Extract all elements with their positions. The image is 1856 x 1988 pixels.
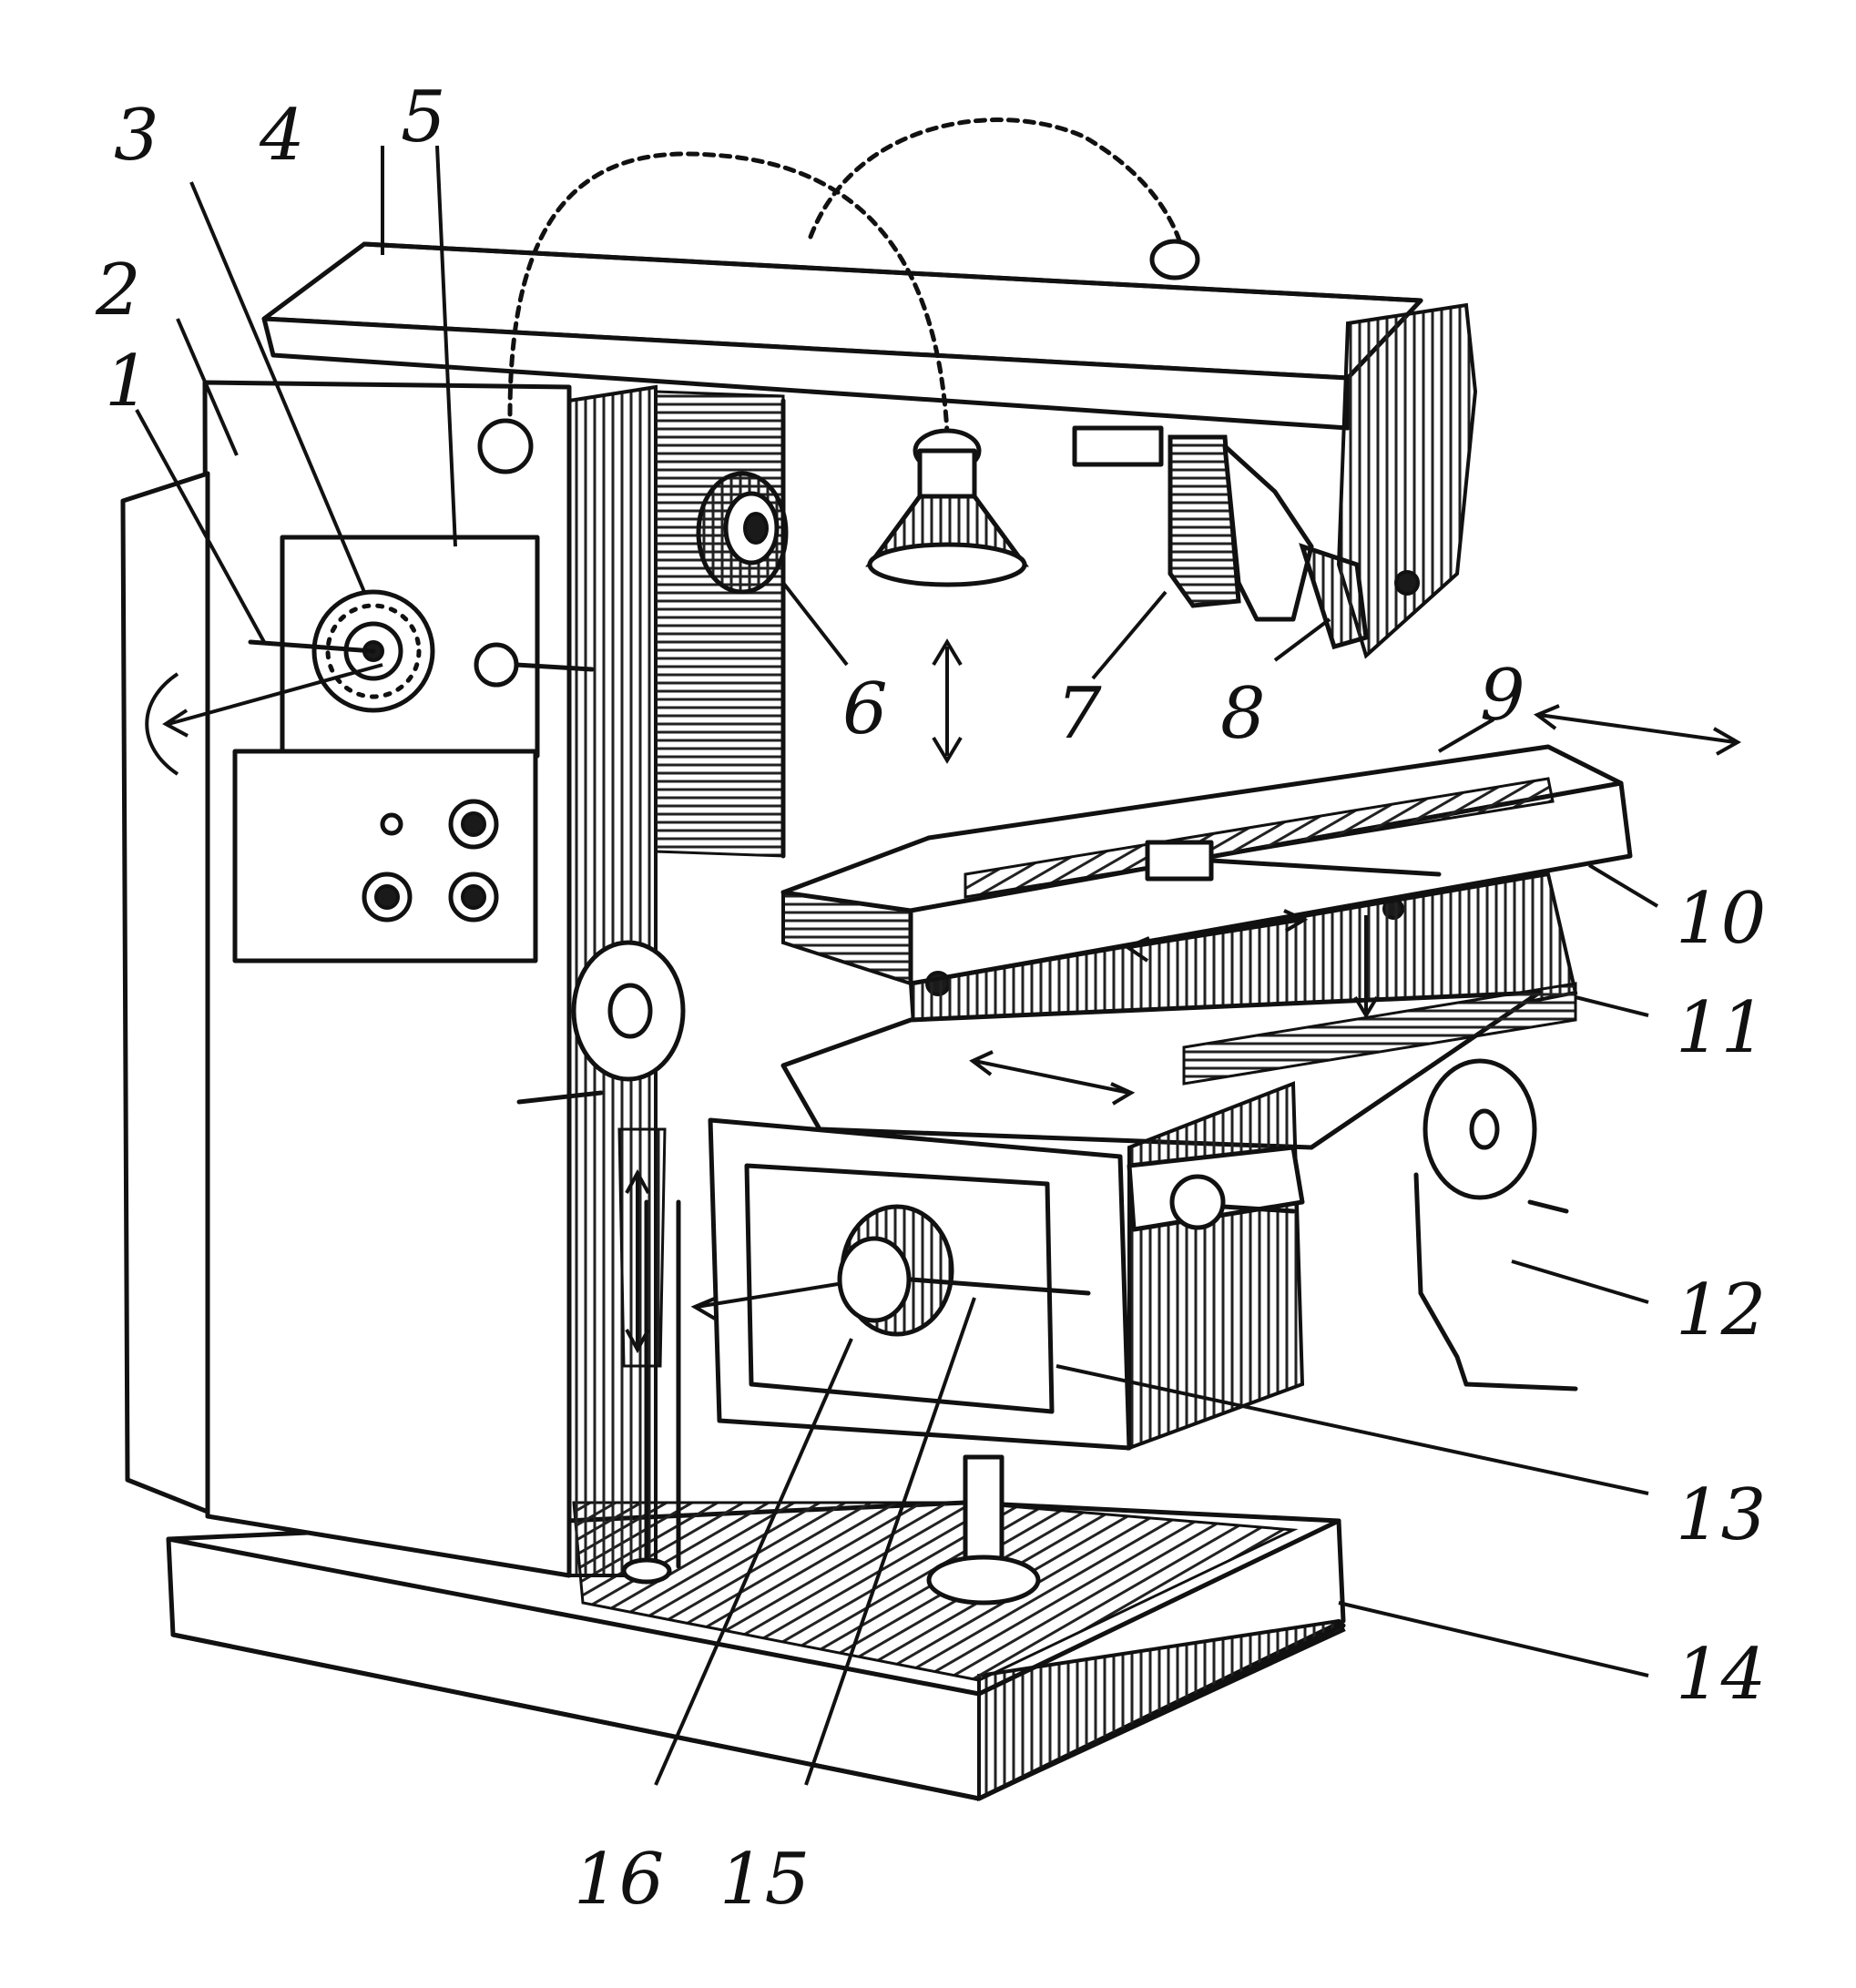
feed-selector[interactable] <box>837 1204 1091 1337</box>
label-7: 7 <box>1056 673 1102 755</box>
speed-selector[interactable] <box>248 535 595 759</box>
control-panel <box>232 749 538 963</box>
saddle <box>780 872 1578 1150</box>
arbor-support <box>1072 425 1420 650</box>
knee-handwheel[interactable] <box>1169 1058 1578 1392</box>
label-12: 12 <box>1676 1269 1766 1351</box>
lamp <box>865 428 1029 587</box>
label-3: 3 <box>114 95 159 177</box>
spindle <box>696 471 789 595</box>
label-11: 11 <box>1676 987 1766 1069</box>
label-13: 13 <box>1676 1474 1766 1556</box>
label-5: 5 <box>401 76 446 158</box>
label-4: 4 <box>259 95 305 177</box>
label-1: 1 <box>105 341 150 423</box>
label-16: 16 <box>574 1839 664 1921</box>
label-14: 14 <box>1676 1634 1766 1716</box>
motion-arrows <box>145 638 1742 1354</box>
label-6: 6 <box>842 668 888 750</box>
part-labels: 1 2 3 4 5 6 7 8 9 10 11 12 13 14 15 16 <box>95 76 1766 1921</box>
overarm <box>261 241 1478 659</box>
label-8: 8 <box>1220 673 1266 755</box>
leader-lines <box>135 145 1659 1786</box>
table-handwheel[interactable] <box>516 940 686 1105</box>
base <box>166 1500 1346 1802</box>
lamp-cable <box>477 117 1200 474</box>
label-2: 2 <box>95 250 141 331</box>
label-15: 15 <box>719 1839 810 1921</box>
table <box>780 744 1633 996</box>
label-9: 9 <box>1480 655 1525 737</box>
label-10: 10 <box>1676 878 1766 960</box>
